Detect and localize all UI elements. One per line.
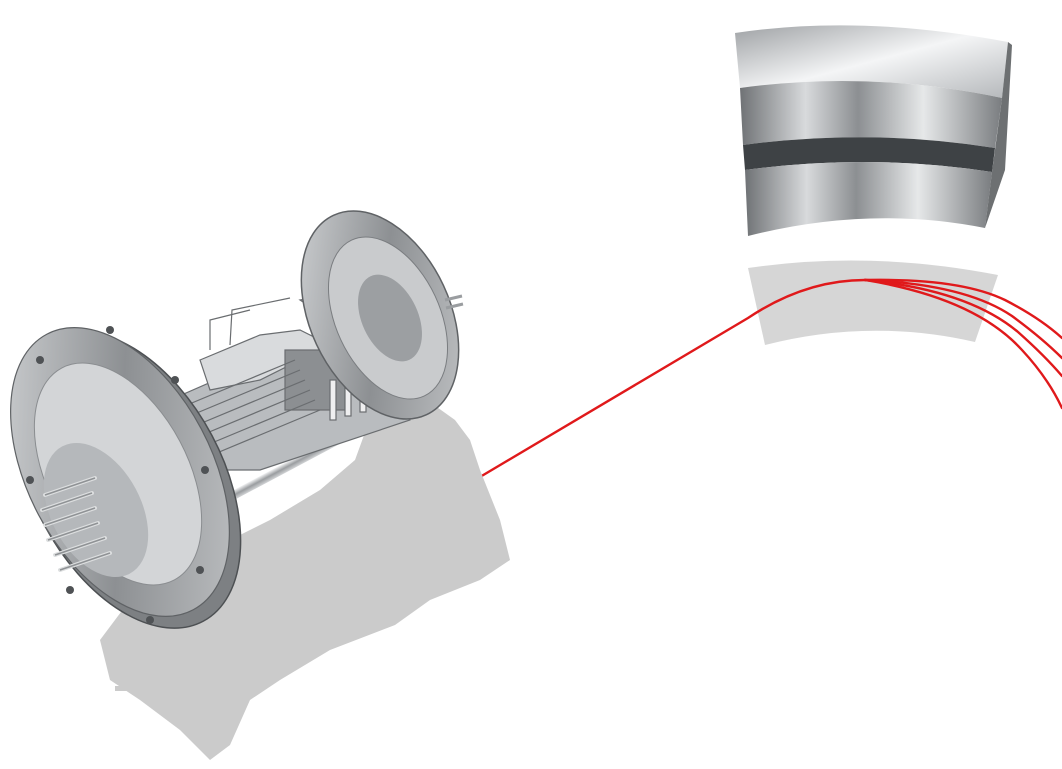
magnet-shadow: [748, 260, 998, 345]
rear-flange: [300, 210, 464, 420]
ion-beams: [451, 278, 1062, 495]
beam-4: [863, 278, 1062, 410]
beam-2: [863, 278, 1062, 360]
feedthrough-pins: [444, 294, 464, 310]
beam-main: [451, 278, 867, 495]
front-flange: [10, 326, 242, 629]
beam-1: [863, 278, 1062, 340]
ion-source: [10, 210, 464, 629]
sector-magnet: [735, 25, 1012, 236]
ion-source-shadow: [100, 395, 510, 760]
beam-3: [863, 278, 1062, 378]
